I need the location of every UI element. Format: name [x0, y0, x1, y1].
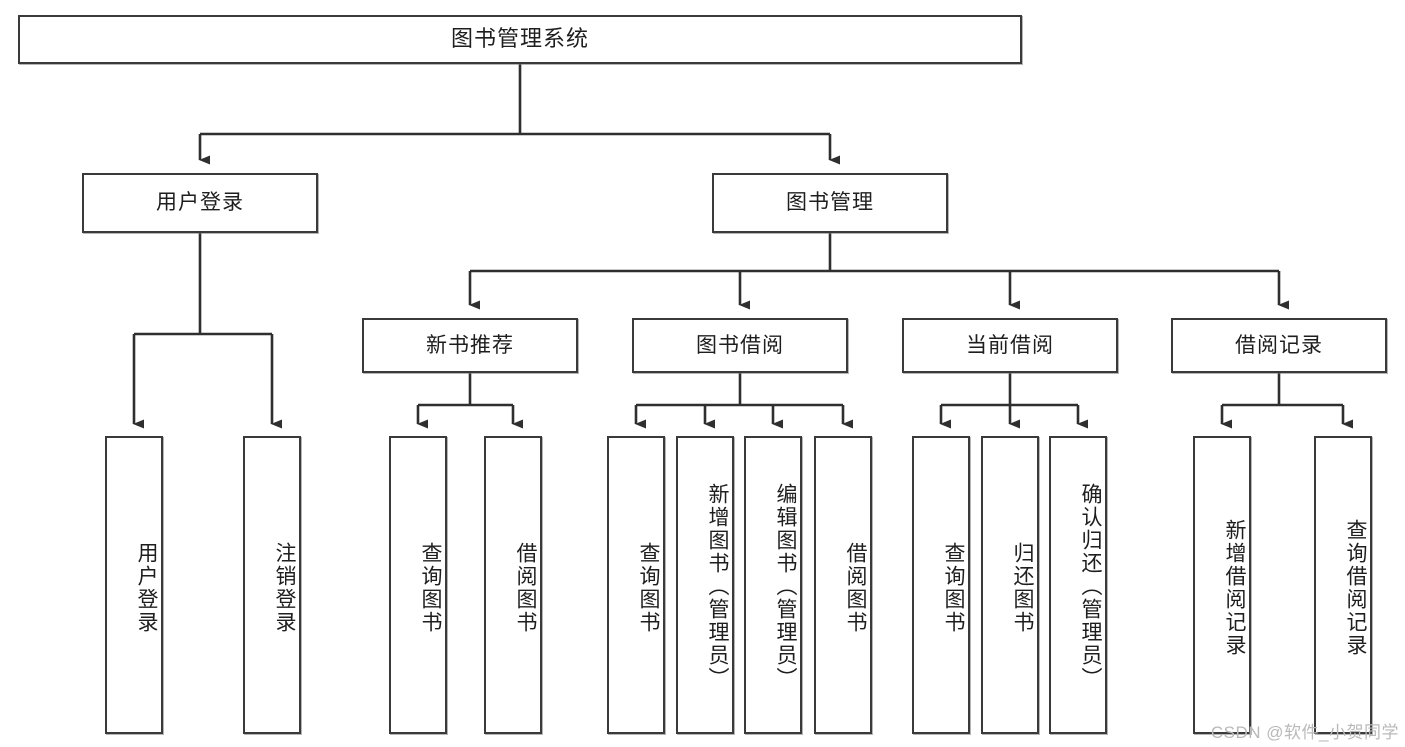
node-label: 用户登录	[156, 191, 244, 215]
node-book-borrow[interactable]: 图书借阅	[632, 318, 848, 373]
leaf-current-confirm-return-admin[interactable]: 确认归还（管理员）	[1049, 436, 1107, 734]
watermark: CSDN @软件_小贺同学	[1210, 723, 1399, 742]
node-label: 借阅图书	[514, 542, 537, 634]
node-label: 新增图书（管理员）	[706, 482, 729, 690]
node-label: 借阅记录	[1235, 333, 1323, 357]
node-label: 查询图书	[637, 542, 660, 634]
leaf-borrow-add-book-admin[interactable]: 新增图书（管理员）	[676, 436, 734, 734]
node-label: 图书借阅	[696, 333, 784, 357]
node-book-management[interactable]: 图书管理	[712, 173, 948, 233]
leaf-borrow-query-book[interactable]: 查询图书	[607, 436, 665, 734]
leaf-user-logout[interactable]: 注销登录	[243, 436, 301, 734]
node-root-system[interactable]: 图书管理系统	[18, 15, 1022, 64]
node-label: 查询图书	[419, 542, 442, 634]
node-label: 图书管理	[786, 191, 874, 215]
node-label: 查询图书	[942, 542, 965, 634]
leaf-recommend-borrow-book[interactable]: 借阅图书	[484, 436, 542, 734]
node-label: 归还图书	[1011, 542, 1034, 634]
leaf-record-add-record[interactable]: 新增借阅记录	[1193, 436, 1251, 734]
node-label: 借阅图书	[844, 542, 867, 634]
leaf-recommend-query-book[interactable]: 查询图书	[389, 436, 447, 734]
node-label: 新书推荐	[426, 333, 514, 357]
leaf-borrow-borrow-book[interactable]: 借阅图书	[814, 436, 872, 734]
node-label: 新增借阅记录	[1223, 519, 1246, 657]
node-label: 注销登录	[273, 542, 296, 634]
leaf-current-query-book[interactable]: 查询图书	[912, 436, 970, 734]
leaf-borrow-edit-book-admin[interactable]: 编辑图书（管理员）	[744, 436, 802, 734]
leaf-user-login[interactable]: 用户登录	[105, 436, 163, 734]
leaf-current-return-book[interactable]: 归还图书	[981, 436, 1039, 734]
node-user-login[interactable]: 用户登录	[82, 173, 318, 233]
node-current-borrow[interactable]: 当前借阅	[902, 318, 1118, 373]
node-label: 用户登录	[135, 542, 158, 634]
node-label: 图书管理系统	[450, 26, 589, 52]
node-borrow-record[interactable]: 借阅记录	[1171, 318, 1387, 373]
node-label: 当前借阅	[966, 333, 1054, 357]
node-new-book-recommend[interactable]: 新书推荐	[362, 318, 578, 373]
leaf-record-query-record[interactable]: 查询借阅记录	[1314, 436, 1372, 734]
node-label: 查询借阅记录	[1344, 519, 1367, 657]
node-label: 确认归还（管理员）	[1079, 482, 1102, 690]
node-label: 编辑图书（管理员）	[774, 482, 797, 690]
